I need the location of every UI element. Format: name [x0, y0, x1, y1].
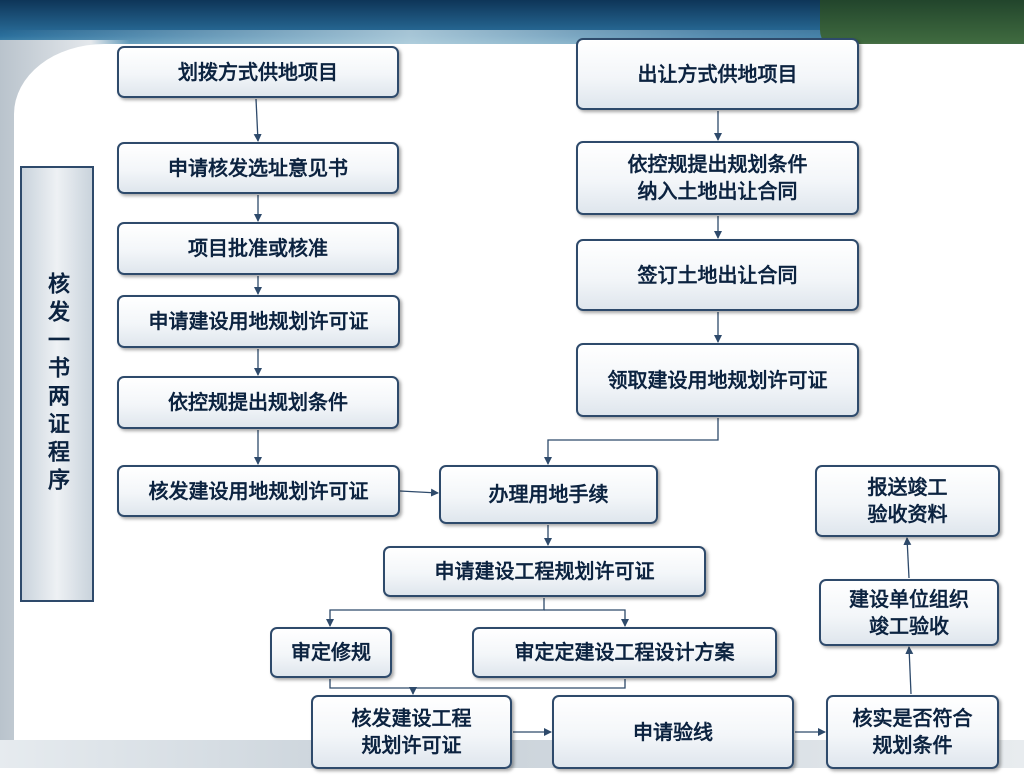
node-label: 审定修规 [291, 640, 371, 664]
arrow-project-to-design [544, 609, 629, 627]
node-apply-line-check: 申请验线 [552, 695, 794, 769]
arrow-plan-to-issue [329, 679, 417, 695]
arrow-receive-to-land [544, 418, 719, 465]
node-verify-conditions: 核实是否符合 规划条件 [826, 695, 999, 769]
node-label: 申请验线 [633, 719, 713, 744]
node-conditions-into-contract: 依控规提出规划条件 纳入土地出让合同 [576, 141, 859, 215]
node-apply-project-permit: 申请建设工程规划许可证 [383, 546, 706, 597]
arrow-allocation-to-site [253, 98, 262, 142]
node-planning-conditions: 依控规提出规划条件 [117, 376, 399, 429]
node-sign-contract: 签订土地出让合同 [576, 239, 859, 311]
node-review-detailed-plan: 审定修规 [270, 627, 392, 678]
node-allocation-land: 划拨方式供地项目 [117, 46, 399, 98]
node-label: 项目批准或核准 [188, 236, 328, 260]
node-land-procedures: 办理用地手续 [439, 465, 658, 524]
node-issue-project-permit: 核发建设工程 规划许可证 [311, 695, 512, 769]
node-transfer-land: 出让方式供地项目 [576, 38, 859, 110]
node-submit-documents: 报送竣工 验收资料 [815, 465, 1000, 537]
node-label: 建设单位组织 竣工验收 [849, 586, 969, 638]
node-completion-acceptance: 建设单位组织 竣工验收 [819, 579, 999, 646]
arrow-issue-to-land [399, 488, 439, 497]
side-label-text: 核发一书两证程序 [44, 272, 70, 496]
node-receive-land-permit: 领取建设用地规划许可证 [576, 343, 859, 417]
node-issue-land-permit: 核发建设用地规划许可证 [117, 465, 400, 517]
node-label: 依控规提出规划条件 纳入土地出让合同 [627, 152, 808, 203]
side-label-box: 核发一书两证程序 [20, 166, 94, 602]
arrow-design-to-issue [413, 679, 626, 689]
node-label: 依控规提出规划条件 [168, 390, 348, 414]
node-label: 核发建设工程 规划许可证 [351, 706, 472, 757]
arrow-verify-to-acceptance [905, 646, 914, 695]
node-label: 办理用地手续 [488, 482, 609, 506]
node-site-opinion: 申请核发选址意见书 [117, 142, 399, 194]
node-label: 核发建设用地规划许可证 [148, 478, 369, 503]
node-label: 核实是否符合 规划条件 [852, 706, 973, 757]
node-label: 审定定建设工程设计方案 [514, 640, 735, 664]
arrow-acceptance-to-submit [903, 537, 912, 579]
node-project-approval: 项目批准或核准 [117, 222, 399, 275]
node-label: 申请核发选址意见书 [168, 155, 348, 180]
node-review-design-scheme: 审定定建设工程设计方案 [472, 627, 777, 678]
node-apply-land-permit: 申请建设用地规划许可证 [117, 295, 400, 348]
node-label: 申请建设工程规划许可证 [434, 559, 655, 583]
node-label: 申请建设用地规划许可证 [148, 309, 369, 333]
node-label: 领取建设用地规划许可证 [607, 367, 828, 392]
node-label: 划拨方式供地项目 [178, 59, 338, 84]
arrow-project-split [326, 598, 545, 627]
flow-connectors [253, 98, 914, 736]
node-label: 出让方式供地项目 [637, 61, 798, 86]
node-label: 报送竣工 验收资料 [867, 475, 948, 526]
node-label: 签订土地出让合同 [637, 262, 798, 287]
